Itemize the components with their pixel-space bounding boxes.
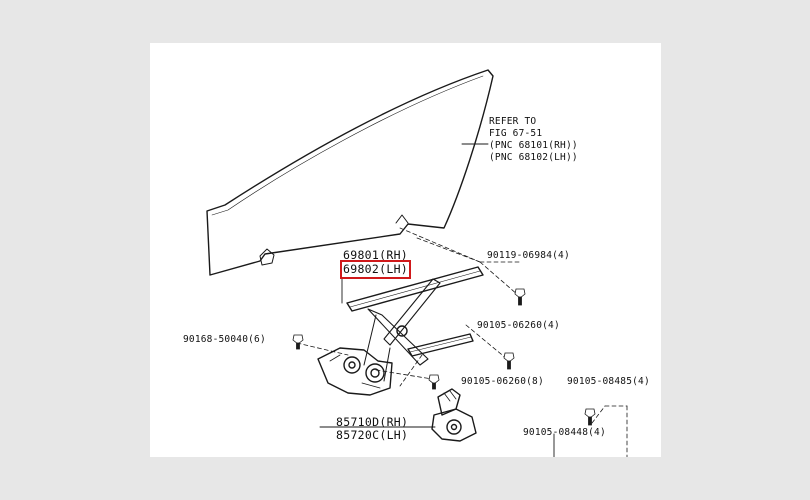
part-label-bolt-90119-06984[interactable]: 90119-06984(4): [487, 250, 570, 261]
diagram-drawing: [206, 69, 628, 457]
part-label-bolt-90105-06260-a[interactable]: 90105-06260(4): [477, 320, 560, 331]
part-label-bolt-90168-50040[interactable]: 90168-50040(6): [183, 334, 266, 345]
part-label-motor-rh[interactable]: 85710D(RH): [336, 415, 409, 429]
bolts: [292, 288, 596, 426]
refer-note-line-1: REFER TO: [489, 116, 537, 127]
refer-note-line-4: (PNC 68102(LH)): [489, 152, 578, 163]
refer-note-line-2: FIG 67-51: [489, 128, 543, 139]
regulator-motor: [431, 388, 477, 442]
parts-diagram: REFER TO FIG 67-51 (PNC 68101(RH)) (PNC …: [150, 43, 661, 457]
regulator-base: [317, 347, 393, 396]
part-label-bolt-90105-06260-b[interactable]: 90105-06260(8): [461, 376, 544, 387]
part-label-regulator-lh[interactable]: 69802(LH): [339, 260, 412, 279]
part-label-bolt-90105-08485[interactable]: 90105-08485(4): [567, 376, 650, 387]
part-label-regulator-rh[interactable]: 69801(RH): [343, 248, 409, 262]
window-regulator: [346, 266, 484, 382]
door-glass: [206, 69, 494, 276]
part-label-bolt-90105-08448[interactable]: 90105-08448(4): [523, 427, 606, 438]
refer-note-line-3: (PNC 68101(RH)): [489, 140, 578, 151]
part-label-motor-lh[interactable]: 85720C(LH): [336, 428, 409, 442]
